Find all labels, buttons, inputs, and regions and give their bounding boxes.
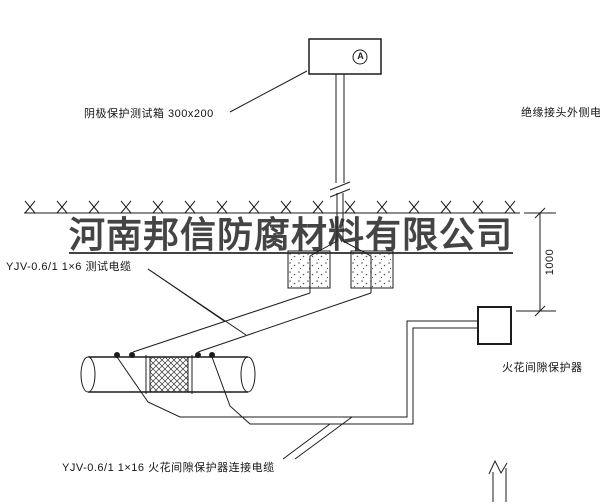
concrete-blocks (287, 250, 394, 289)
test-box-label: 阴极保护测试箱 300x200 (84, 108, 214, 120)
ammeter-letter: A (357, 51, 364, 61)
insulated-joint-cable-label: 绝缘接头外侧电缆 (521, 107, 600, 119)
dimension-value: 1000 (544, 248, 556, 276)
conduit-riser (309, 74, 372, 293)
spark-gap-protector-label: 火花间隙保护器 (502, 362, 583, 374)
test-cable-label: YJV-0.6/1 1×6 测试电缆 (6, 261, 132, 273)
cable-terminals (114, 352, 215, 358)
test-cables (132, 292, 372, 353)
spark-gap-cables (116, 320, 478, 425)
insulating-joint-symbol (145, 355, 193, 394)
company-watermark: 河南邦信防腐材料有限公司 (68, 214, 513, 256)
spark-gap-protector-symbol (477, 306, 512, 345)
leader-lines (147, 70, 353, 460)
test-box-symbol (308, 38, 382, 75)
dimension-line (516, 207, 556, 317)
pipe-break-symbol (488, 459, 508, 502)
spark-gap-cable-label: YJV-0.6/1 1×16 火花间隙保护器连接电缆 (62, 462, 275, 474)
ground-line (24, 200, 520, 214)
